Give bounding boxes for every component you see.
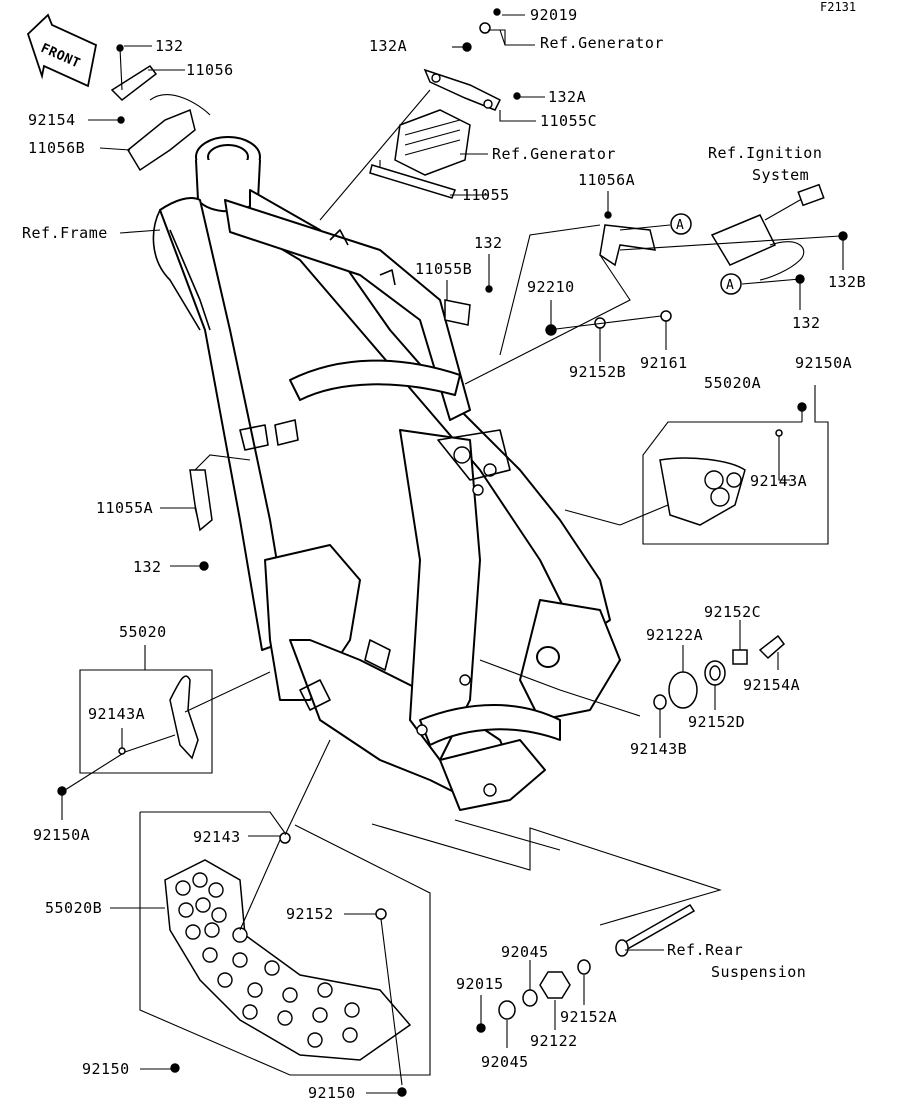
label-11056B: 11056B [28,139,85,157]
figure-code: F2131 [820,0,856,14]
label-92045: 92045 [481,1053,529,1071]
label-ref-rear: Ref.Rear [667,941,743,959]
label-ref-generator: Ref.Generator [492,145,616,163]
label-92150: 92150 [308,1084,356,1102]
hardware-92210-row [545,310,672,336]
label-92152C: 92152C [704,603,761,621]
label-55020A: 55020A [704,374,761,392]
skid-plate-holes [175,872,360,1048]
part-labels: 92019 132 11056 132A Ref.Generator 132A … [22,6,866,1102]
cover-55020A [659,402,807,526]
label-92150A: 92150A [795,354,852,372]
label-92015: 92015 [456,975,504,993]
svg-text:A: A [676,218,684,233]
bracket-11055A [189,469,213,571]
label-92019: 92019 [530,6,578,24]
label-92152B: 92152B [569,363,626,381]
label-92150A: 92150A [33,826,90,844]
skid-plate-55020B [164,832,412,1097]
cover-55020 [57,675,199,796]
callout-a-top: A [670,213,692,235]
label-11055C: 11055C [540,112,597,130]
label-92143A: 92143A [750,472,807,490]
label-55020B: 55020B [45,899,102,917]
label-132: 132 [155,37,184,55]
label-92143: 92143 [193,828,241,846]
label-ref-ignition: Ref.Ignition [708,144,822,162]
label-92210: 92210 [527,278,575,296]
label-ref-frame: Ref.Frame [22,224,108,242]
bracket-11056A [599,211,656,267]
label-ref-rear-suspension: Suspension [711,963,806,981]
label-11055: 11055 [462,186,510,204]
label-132: 132 [474,234,503,252]
label-92152A: 92152A [560,1008,617,1026]
label-132A: 132A [548,88,586,106]
svg-text:A: A [726,278,734,293]
ignition-coil [710,183,848,284]
bracket-11056 [110,44,158,101]
rear-shaft [476,904,696,1033]
label-92122: 92122 [530,1032,578,1050]
label-132: 132 [792,314,821,332]
label-ref-generator: Ref.Generator [540,34,664,52]
label-11055A: 11055A [96,499,153,517]
label-92045: 92045 [501,943,549,961]
bracket-11055C [423,8,521,111]
label-132A: 132A [369,37,407,55]
label-11055B: 11055B [415,260,472,278]
label-11056: 11056 [186,61,234,79]
leader-lines [61,14,844,1094]
label-11056A: 11056A [578,171,635,189]
label-92154A: 92154A [743,676,800,694]
label-92122A: 92122A [646,626,703,644]
label-92143B: 92143B [630,740,687,758]
label-92152: 92152 [286,905,334,923]
pivot-hardware [653,634,786,710]
motorcycle-frame [152,136,621,811]
callout-a-bottom: A [720,273,742,295]
label-132: 132 [133,558,162,576]
front-arrow-icon: FRONT [26,13,98,88]
bracket-11055B [444,285,493,326]
regulator-11055 [369,109,471,199]
label-92154: 92154 [28,111,76,129]
label-92150: 92150 [82,1060,130,1078]
label-92161: 92161 [640,354,688,372]
label-132B: 132B [828,273,866,291]
label-55020: 55020 [119,623,167,641]
label-ref-ignition-system: System [752,166,809,184]
label-92143A: 92143A [88,705,145,723]
label-92152D: 92152D [688,713,745,731]
